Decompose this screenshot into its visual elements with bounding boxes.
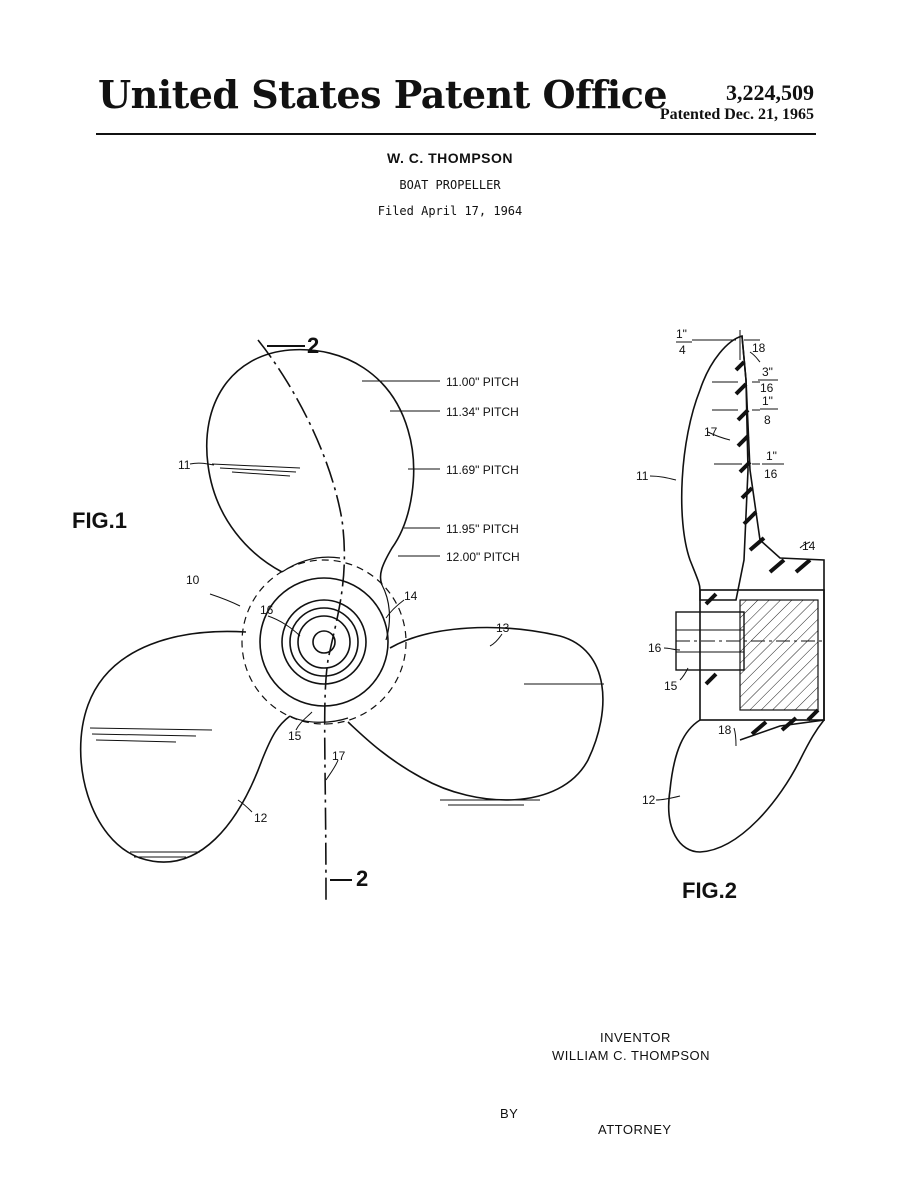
dim-sixteenth-den: 16: [764, 467, 778, 481]
dim-3-16-num: 3": [762, 365, 773, 379]
fig1-ref-12: 12: [254, 811, 268, 825]
fig2-ref-14: 14: [802, 539, 816, 553]
fig1-ref-16: 16: [260, 603, 274, 617]
fig2-hub-core: [739, 599, 819, 711]
attorney-label: ATTORNEY: [598, 1122, 672, 1137]
invention-title: BOAT PROPELLER: [399, 178, 501, 192]
dim-eighth-num: 1": [762, 394, 773, 408]
fig1-section-marker-bottom: 2: [356, 866, 368, 891]
blade-13-outline: [347, 626, 604, 801]
by-label: BY: [500, 1106, 519, 1121]
hub-ring-1: [281, 599, 367, 685]
dim-quarter-den: 4: [679, 343, 686, 357]
pitch-label-4: 11.95" PITCH: [446, 522, 519, 536]
fig2-ref-18-bottom: 18: [718, 723, 732, 737]
pitch-label-1: 11.00" PITCH: [446, 375, 519, 389]
fig1-ref-11: 11: [178, 458, 191, 472]
fig2-dim-leaders: [649, 330, 811, 801]
figure-2: [649, 330, 825, 853]
hub-outer: [241, 559, 407, 725]
blade-11-outline: [206, 348, 415, 586]
fig1-ref-15: 15: [288, 729, 302, 743]
inventor-heading: W. C. THOMPSON: [387, 150, 513, 166]
figure-1: [79, 339, 604, 901]
dim-3-16-den: 16: [760, 381, 774, 395]
section-line: [257, 339, 346, 901]
pitch-leaders: [362, 380, 440, 557]
hub-ring-3: [297, 615, 351, 669]
fig1-ref-17: 17: [332, 749, 346, 763]
patent-number: 3,224,509: [726, 80, 814, 105]
hub-body: [259, 577, 389, 707]
fig1-section-marker-top: 2: [307, 333, 319, 358]
pitch-label-2: 11.34" PITCH: [446, 405, 519, 419]
fig2-hub-block: [699, 589, 825, 721]
fig2-ref-11: 11: [636, 469, 649, 483]
pitch-label-5: 12.00" PITCH: [446, 550, 520, 564]
patented-date: Patented Dec. 21, 1965: [659, 106, 814, 123]
fig2-upper-blade: [680, 334, 749, 601]
pitch-label-3: 11.69" PITCH: [446, 463, 519, 477]
dim-sixteenth-num: 1": [766, 449, 777, 463]
fig2-label: FIG.2: [682, 878, 737, 903]
fig2-insert-marks: [704, 360, 820, 736]
fig1-ref-14: 14: [404, 589, 418, 603]
blade-shading: [89, 463, 604, 858]
fig1-label: FIG.1: [72, 508, 127, 533]
dim-eighth-den: 8: [764, 413, 771, 427]
fig1-ref-13: 13: [496, 621, 510, 635]
header-divider: [96, 133, 816, 135]
hub-bore: [312, 630, 336, 654]
inventor-label: INVENTOR: [600, 1030, 671, 1045]
fig2-ref-15: 15: [664, 679, 678, 693]
ref-leaders: [189, 462, 503, 813]
filed-date: Filed April 17, 1964: [377, 204, 523, 218]
fig1-ref-10: 10: [186, 573, 200, 587]
fig2-lower-blade: [668, 719, 825, 853]
hub-ring-2: [289, 607, 359, 677]
fig2-ref-17: 17: [704, 425, 718, 439]
fig2-ref-16: 16: [648, 641, 662, 655]
blade-12-outline: [79, 630, 291, 863]
inventor-signature-name: WILLIAM C. THOMPSON: [552, 1048, 711, 1063]
fig2-ref-12: 12: [642, 793, 656, 807]
patent-office-title: United States Patent Office: [98, 72, 668, 117]
dim-quarter-num: 1": [676, 327, 687, 341]
fig2-ref-18-top: 18: [752, 341, 766, 355]
